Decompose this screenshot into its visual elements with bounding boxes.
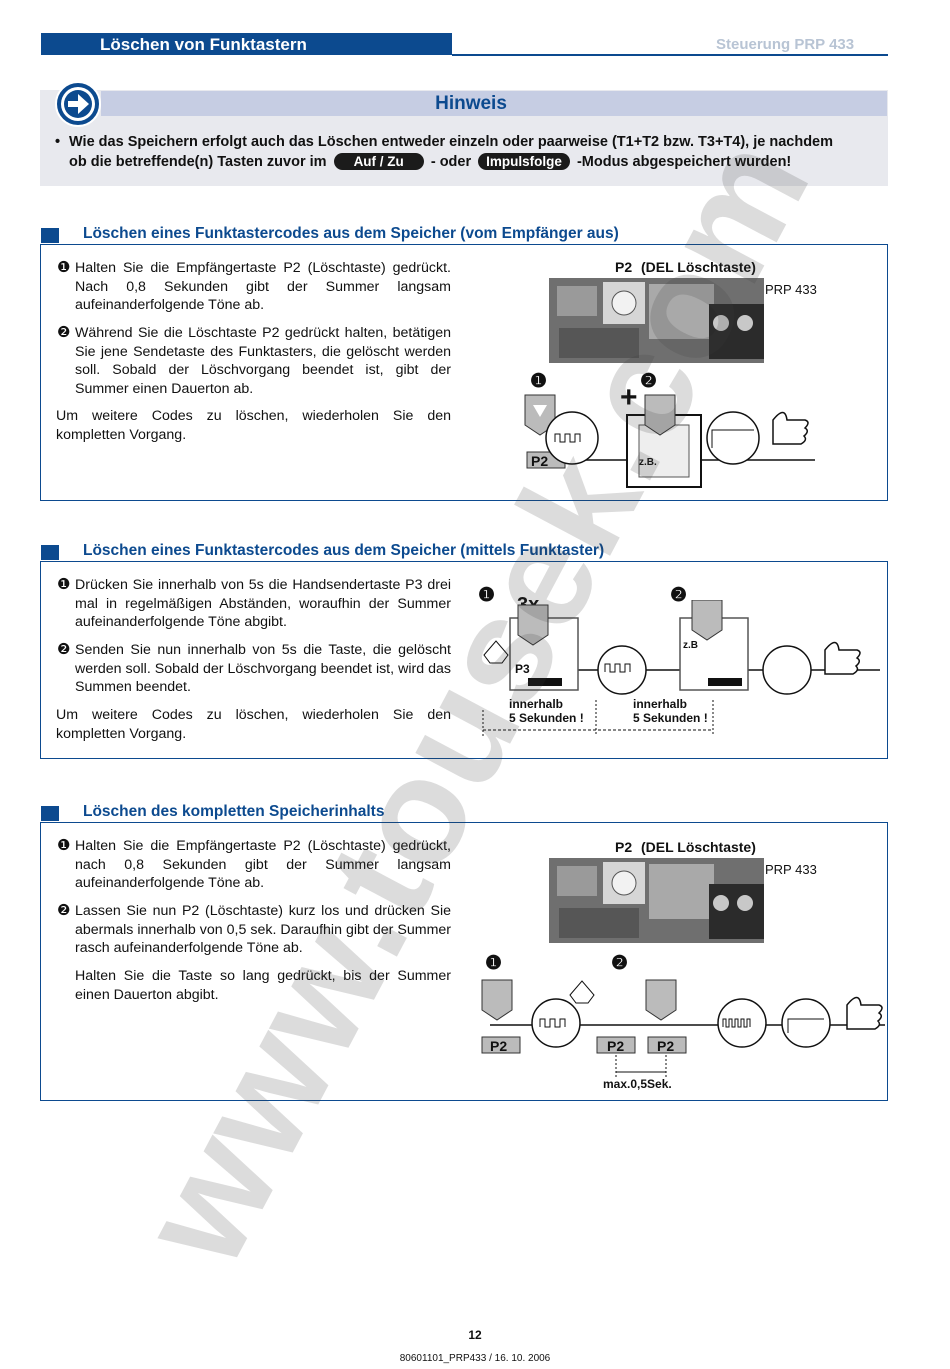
p3-label: P3 xyxy=(515,662,530,676)
receiver-board-photo xyxy=(549,278,764,363)
step-number: ❶ xyxy=(57,576,71,593)
section3-marker xyxy=(41,806,59,821)
mode-pill-impulsfolge: Impulsfolge xyxy=(478,153,570,170)
p2-key-1: P2 xyxy=(490,1038,508,1054)
step-number: ❶ xyxy=(57,259,71,276)
section3-step2: ❷ Lassen Sie nun P2 (Löschtaste) kurz lo… xyxy=(57,902,451,958)
arrow-right-icon xyxy=(55,81,101,127)
page-number: 12 xyxy=(468,1328,482,1342)
hinweis-band xyxy=(101,91,887,116)
within-label-1b: 5 Sekunden ! xyxy=(509,711,584,725)
del-label-3: (DEL Löschtaste) xyxy=(641,839,756,855)
p2-label: P2 xyxy=(615,259,633,275)
step-number: ❷ xyxy=(57,641,71,658)
fig2-step1-number: ❶ xyxy=(478,585,496,606)
section2-marker xyxy=(41,545,59,560)
p2-label-3: P2 xyxy=(615,839,633,855)
document-id: 80601101_PRP433 / 16. 10. 2006 xyxy=(399,1353,551,1364)
hinweis-line2-b: - oder xyxy=(430,154,472,170)
product-name: Steuerung PRP 433 xyxy=(716,36,855,53)
mode-pill-auf-zu: Auf / Zu xyxy=(333,153,424,170)
hinweis-title: Hinweis xyxy=(435,93,507,114)
section2-title: Löschen eines Funktastercodes aus dem Sp… xyxy=(83,542,605,559)
section2-step2: ❷ Senden Sie nun innerhalb von 5s die Ta… xyxy=(57,641,451,697)
zb-label-2: z.B xyxy=(683,640,698,651)
section3-step1-text: Halten Sie die Empfängertaste P2 (Löscht… xyxy=(75,838,451,891)
within-label-2a: innerhalb xyxy=(633,697,688,711)
hinweis-bullet: • xyxy=(55,134,61,150)
plus-sign: + xyxy=(620,381,638,414)
step-number: ❷ xyxy=(57,324,71,341)
receiver-board-photo-3 xyxy=(549,858,764,943)
max-time-label: max.0,5Sek. xyxy=(603,1077,672,1091)
section2-step2-text: Senden Sie nun innerhalb von 5s die Tast… xyxy=(75,642,451,695)
hinweis-line2-a: ob die betreffende(n) Tasten zuvor im xyxy=(69,154,327,170)
del-label: (DEL Löschtaste) xyxy=(641,259,756,275)
section1-marker xyxy=(41,228,59,243)
section3-step1: ❶ Halten Sie die Empfängertaste P2 (Lösc… xyxy=(57,837,451,893)
device-label: PRP 433 xyxy=(765,282,817,297)
page-title: Löschen von Funktastern xyxy=(100,35,307,54)
section3-step2-text: Lassen Sie nun P2 (Löschtaste) kurz los … xyxy=(75,903,451,956)
device-label-3: PRP 433 xyxy=(765,862,817,877)
section1-note: Um weitere Codes zu löschen, wiederholen… xyxy=(56,408,451,443)
p2-key-2: P2 xyxy=(607,1038,625,1054)
fig3-step2-number: ❷ xyxy=(611,953,629,974)
section2-step1-text: Drücken Sie innerhalb von 5s die Handsen… xyxy=(75,577,451,630)
step-number: ❷ xyxy=(57,902,71,919)
section2-note: Um weitere Codes zu löschen, wiederholen… xyxy=(56,707,451,742)
p2-key-3: P2 xyxy=(657,1038,675,1054)
section1-step1: ❶ Halten Sie die Empfängertaste P2 (Lösc… xyxy=(57,259,451,315)
header-bar xyxy=(41,33,452,55)
section3-note: Halten Sie die Taste so lang gedrückt, b… xyxy=(75,968,451,1003)
zb-label: z.B. xyxy=(639,457,657,468)
hinweis-line2: ob die betreffende(n) Tasten zuvor im Au… xyxy=(69,153,791,170)
hinweis-line2-c: -Modus abgespeichert wurden! xyxy=(576,154,792,170)
fig1-step1-number: ❶ xyxy=(530,371,548,392)
within-label-2b: 5 Sekunden ! xyxy=(633,711,708,725)
section2-step1: ❶ Drücken Sie innerhalb von 5s die Hands… xyxy=(57,576,451,632)
sequence-diagram-2 xyxy=(482,600,880,736)
sequence-diagram-1 xyxy=(524,394,815,488)
section1-title: Löschen eines Funktastercodes aus dem Sp… xyxy=(83,225,619,242)
fig3-step1-number: ❶ xyxy=(485,953,503,974)
section3-title: Löschen des kompletten Speicherinhalts xyxy=(83,803,385,820)
p2-key-label: P2 xyxy=(531,453,549,469)
within-label-1a: innerhalb xyxy=(509,697,564,711)
fig1-step2-number: ❷ xyxy=(640,371,658,392)
hinweis-line1: Wie das Speichern erfolgt auch das Lösch… xyxy=(69,134,834,150)
section1-step2-text: Während Sie die Löschtaste P2 gedrückt h… xyxy=(75,325,451,397)
header-rule xyxy=(452,54,888,56)
fig2-step2-number: ❷ xyxy=(670,585,688,606)
step-number: ❶ xyxy=(57,837,71,854)
sequence-diagram-3 xyxy=(481,979,885,1077)
section1-step2: ❷ Während Sie die Löschtaste P2 gedrückt… xyxy=(57,324,451,398)
section1-step1-text: Halten Sie die Empfängertaste P2 (Löscht… xyxy=(75,260,451,313)
